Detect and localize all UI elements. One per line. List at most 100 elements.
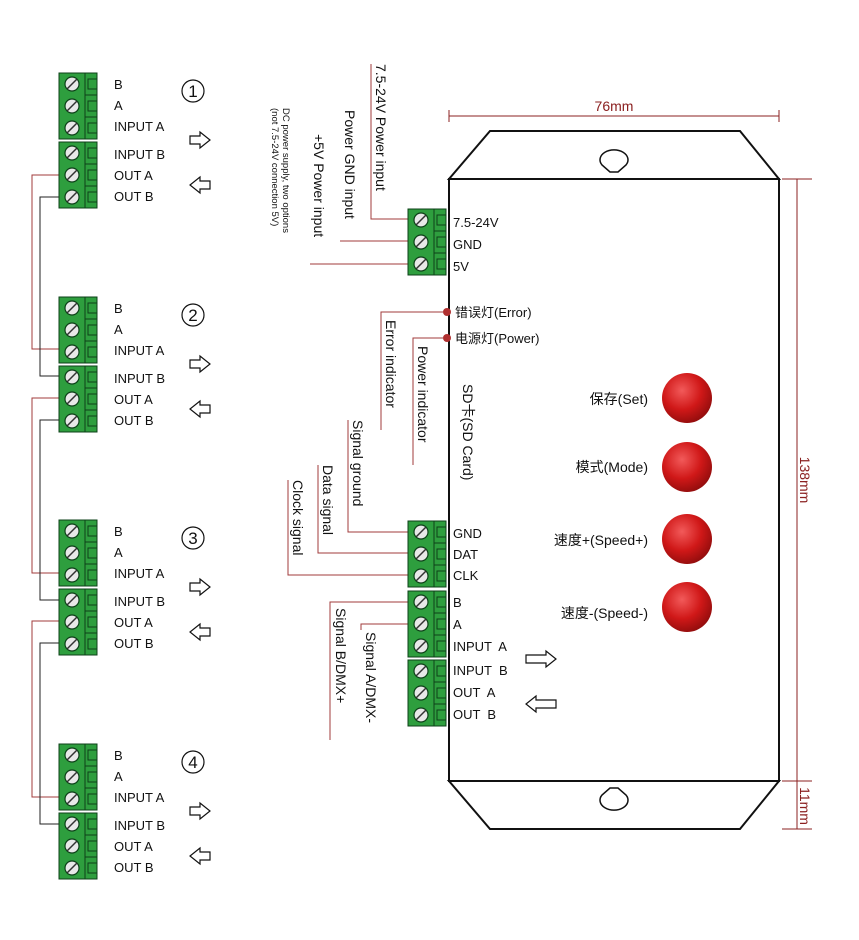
chain-pin-label: OUT B [114, 636, 154, 651]
chain-pin-label: A [114, 545, 123, 560]
label-sd-card: SD卡(SD Card) [460, 384, 476, 480]
arrow-right-icon [189, 354, 211, 374]
unit-number: 3 [188, 529, 197, 548]
pin-label-input-b: INPUT B [453, 663, 508, 678]
chain-pin-label: OUT A [114, 615, 153, 630]
chain-unit-4: BA INPUT A INPUT B OUT A OUT B 4 [58, 743, 211, 880]
label-clock-signal: Clock signal [290, 480, 306, 555]
chain-pin-label: OUT B [114, 860, 154, 875]
wires-dark [39, 196, 59, 825]
speed-up-button-label: 速度+(Speed+) [554, 532, 648, 548]
label-power-led: 电源灯(Power) [455, 331, 540, 346]
label-error-indicator: Error indicator [383, 320, 399, 408]
arrow-left-icon [189, 846, 211, 866]
dimension-lines [448, 110, 812, 830]
chain-pin-label: OUT A [114, 168, 153, 183]
pin-label-gnd: GND [453, 237, 482, 252]
chain-pin-label: OUT A [114, 392, 153, 407]
label-24v-power-input: 7.5-24V Power input [373, 64, 389, 191]
mount-hole-bottom [599, 787, 629, 811]
set-button-cap[interactable] [662, 373, 712, 423]
unit-number: 4 [188, 753, 197, 772]
tab-dimension: 11mm [797, 787, 813, 825]
label-power-note-2: (not 7.5-24V connection 5V) [269, 108, 280, 226]
chain-pin-label: A [114, 98, 123, 113]
speed-up-button[interactable]: 速度+(Speed+) [554, 514, 712, 564]
mount-hole-top [599, 149, 629, 173]
chain-unit-input-terminal [58, 519, 98, 587]
set-button[interactable]: 保存(Set) [590, 373, 712, 423]
controller-arrow-out [525, 694, 557, 714]
pin-label-clk: CLK [453, 568, 479, 583]
chain-unit-input-terminal [58, 72, 98, 140]
chain-pin-label: A [114, 769, 123, 784]
chain-unit-output-terminal [58, 812, 98, 880]
speed-up-button-cap[interactable] [662, 514, 712, 564]
speed-down-button-cap[interactable] [662, 582, 712, 632]
speed-down-button[interactable]: 速度-(Speed-) [561, 582, 712, 632]
unit-number-circle [181, 303, 205, 327]
arrow-left-icon [189, 622, 211, 642]
arrow-right-icon [189, 801, 211, 821]
pin-label-out-b: OUT B [453, 707, 496, 722]
chain-unit-output-terminal [58, 141, 98, 209]
input-terminal-block [407, 590, 447, 658]
pin-label-24v: 7.5-24V [453, 215, 499, 230]
pin-label-b: B [453, 595, 462, 610]
chain-pin-label: INPUT A [114, 343, 165, 358]
arrow-right-icon [189, 577, 211, 597]
label-error-led: 错误灯(Error) [455, 305, 532, 320]
chain-unit-input-terminal [58, 296, 98, 364]
chain-pin-label: INPUT A [114, 790, 165, 805]
pin-label-out-a: OUT A [453, 685, 496, 700]
mode-button[interactable]: 模式(Mode) [576, 442, 712, 492]
height-dimension: 138mm [797, 457, 813, 504]
chain-unit-3: BA INPUT A INPUT B OUT A OUT B 3 [58, 519, 211, 656]
output-terminal-block [407, 659, 447, 727]
chain-pin-label: B [114, 77, 123, 92]
label-power-note-1: DC power supply, two options [280, 108, 291, 233]
chain-unit-output-terminal [58, 365, 98, 433]
unit-number-circle [181, 79, 205, 103]
pin-label-input-a: INPUT A [453, 639, 507, 654]
label-signal-b-dmx: Signal B/DMX+ [333, 608, 349, 703]
speed-down-button-label: 速度-(Speed-) [561, 605, 648, 621]
pin-label-dat: DAT [453, 547, 478, 562]
width-dimension: 76mm [595, 98, 634, 114]
label-power-indicator: Power indicator [415, 346, 431, 443]
unit-number: 1 [188, 82, 197, 101]
unit-number: 2 [188, 306, 197, 325]
chain-pin-label: INPUT B [114, 147, 165, 162]
chain-pin-label: B [114, 524, 123, 539]
wires [31, 64, 443, 798]
mode-button-label: 模式(Mode) [576, 459, 648, 475]
chain-pin-label: A [114, 322, 123, 337]
label-signal-ground: Signal ground [350, 420, 366, 506]
terminal-blocks [407, 208, 447, 727]
chain-pin-label: INPUT B [114, 594, 165, 609]
arrow-left-icon [189, 399, 211, 419]
unit-number-circle [181, 526, 205, 550]
pin-label-5v: 5V [453, 259, 469, 274]
chain-pin-label: B [114, 748, 123, 763]
chain-pin-label: INPUT B [114, 371, 165, 386]
label-data-signal: Data signal [320, 465, 336, 535]
unit-number-circle [181, 750, 205, 774]
chain-unit-output-terminal [58, 588, 98, 656]
set-button-label: 保存(Set) [590, 391, 648, 407]
power-terminal-block [407, 208, 447, 276]
chain-pin-label: B [114, 301, 123, 316]
arrow-right-icon [189, 130, 211, 150]
pin-label-signal-gnd: GND [453, 526, 482, 541]
error-led [443, 308, 451, 316]
chain-pin-label: INPUT A [114, 566, 165, 581]
label-signal-a-dmx: Signal A/DMX- [363, 632, 379, 723]
chain-pin-label: OUT A [114, 839, 153, 854]
label-5v-power-input: +5V Power input [311, 134, 327, 237]
mode-button-cap[interactable] [662, 442, 712, 492]
chain-pin-label: INPUT B [114, 818, 165, 833]
